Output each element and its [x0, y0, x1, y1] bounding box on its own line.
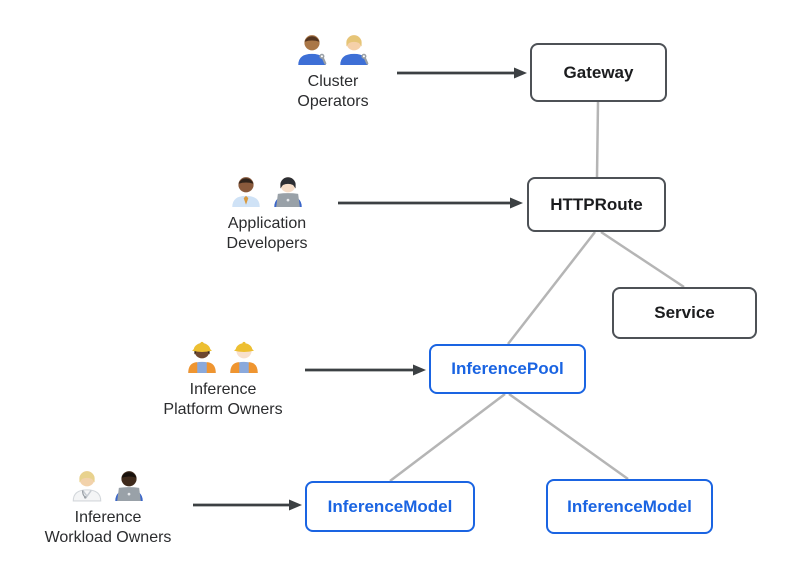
arrow-head-Inference Workload Owners	[289, 499, 302, 511]
node-httproute: HTTPRoute	[527, 177, 666, 232]
persona-label-line: Platform Owners	[163, 401, 283, 418]
connector-line-HTTPRoute-InferencePool	[507, 231, 596, 345]
node-gateway: Gateway	[530, 43, 667, 102]
node-service-label: Service	[654, 303, 715, 322]
node-httproute-label: HTTPRoute	[550, 194, 643, 214]
persona-label-inference-workload-owners: Inference Workload Owners	[0, 508, 223, 548]
persona-label-line: Cluster	[307, 73, 359, 90]
persona-label-line: Inference	[74, 509, 142, 526]
man-construction-worker-icon	[230, 341, 258, 373]
node-inferencemodel-right: InferenceModel	[546, 479, 713, 534]
woman-construction-worker-icon	[188, 341, 216, 373]
man-mechanic-icon	[298, 35, 327, 65]
arrow-head-Application Developers	[510, 197, 523, 209]
persona-inference-platform-owners: Inference Platform Owners	[108, 335, 338, 420]
persona-label-line: Application	[227, 215, 307, 232]
node-inferencepool: InferencePool	[429, 344, 586, 394]
woman-mechanic-icon	[340, 35, 369, 65]
man-office-worker-icon	[232, 177, 260, 207]
node-inferencepool-label: InferencePool	[451, 359, 564, 378]
persona-cluster-operators: Cluster Operators	[218, 27, 448, 112]
persona-label-line: Workload Owners	[44, 529, 172, 546]
persona-label-line: Operators	[297, 93, 369, 110]
woman-technologist-icon	[274, 177, 302, 207]
persona-label-inference-platform-owners: Inference Platform Owners	[108, 380, 338, 420]
persona-icons-inference-workload-owners	[0, 463, 223, 503]
persona-icons-cluster-operators	[218, 27, 448, 67]
persona-label-line: Developers	[226, 235, 308, 252]
connector-line-HTTPRoute-Service	[600, 230, 685, 289]
node-service: Service	[612, 287, 757, 339]
node-inferencemodel-left: InferenceModel	[305, 481, 475, 532]
persona-icons-inference-platform-owners	[108, 335, 338, 375]
connector-line-Gateway-HTTPRoute	[595, 101, 600, 178]
connector-line-InferencePool-InferenceModel-left	[389, 393, 506, 482]
persona-label-application-developers: Application Developers	[152, 214, 382, 254]
connector-line-InferencePool-InferenceModel-right	[508, 392, 629, 481]
node-inferencemodel-right-label: InferenceModel	[567, 496, 692, 516]
arrow-head-Inference Platform Owners	[413, 364, 426, 376]
health-worker-icon	[72, 471, 102, 502]
persona-application-developers: Application Developers	[152, 169, 382, 254]
persona-label-line: Inference	[189, 381, 257, 398]
persona-inference-workload-owners: Inference Workload Owners	[0, 463, 223, 548]
persona-icons-application-developers	[152, 169, 382, 209]
node-gateway-label: Gateway	[563, 62, 634, 82]
arrow-head-Cluster Operators	[514, 67, 527, 79]
man-technologist-icon	[115, 471, 143, 501]
persona-label-cluster-operators: Cluster Operators	[218, 72, 448, 112]
node-inferencemodel-left-label: InferenceModel	[327, 496, 453, 516]
